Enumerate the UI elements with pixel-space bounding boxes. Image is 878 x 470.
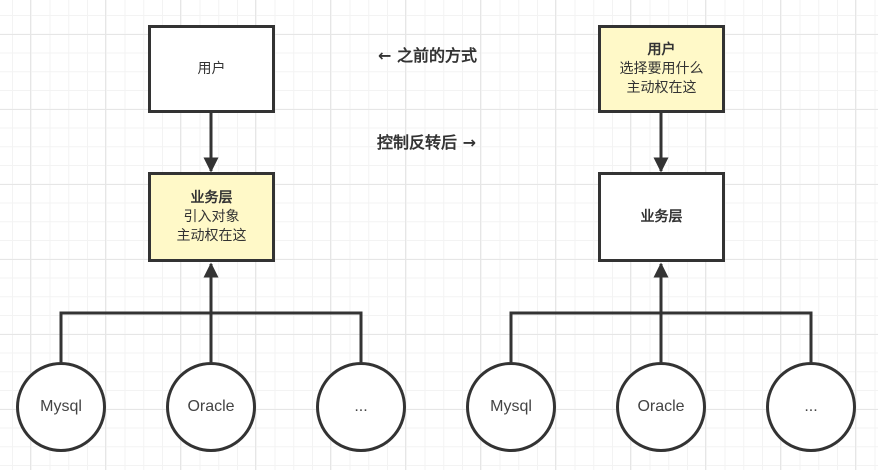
right-db-mysql: Mysql <box>466 362 556 452</box>
right-user-line: 选择要用什么 <box>619 60 704 77</box>
db-label: ... <box>354 398 368 415</box>
left-db-mysql: Mysql <box>16 362 106 452</box>
right-user-title: 用户 <box>647 41 676 58</box>
right-service-box: 业务层 <box>598 172 725 262</box>
left-user-box: 用户 <box>148 25 275 113</box>
right-db-other: ... <box>766 362 856 452</box>
left-db-other: ... <box>316 362 406 452</box>
left-user-title: 用户 <box>197 60 226 77</box>
before-label: ← 之前的方式 <box>378 46 477 65</box>
after-label: 控制反转后 → <box>377 133 476 152</box>
db-label: Mysql <box>40 398 82 415</box>
left-service-title: 业务层 <box>190 189 233 206</box>
left-service-line: 引入对象 <box>183 208 240 225</box>
left-db-oracle: Oracle <box>166 362 256 452</box>
right-user-line: 主动权在这 <box>626 79 697 96</box>
db-label: ... <box>804 398 818 415</box>
right-user-box: 用户 选择要用什么 主动权在这 <box>598 25 725 113</box>
db-label: Mysql <box>490 398 532 415</box>
right-db-oracle: Oracle <box>616 362 706 452</box>
db-label: Oracle <box>187 398 235 415</box>
db-label: Oracle <box>637 398 685 415</box>
right-service-title: 业务层 <box>640 208 683 225</box>
left-service-box: 业务层 引入对象 主动权在这 <box>148 172 275 262</box>
left-service-line: 主动权在这 <box>176 227 247 244</box>
